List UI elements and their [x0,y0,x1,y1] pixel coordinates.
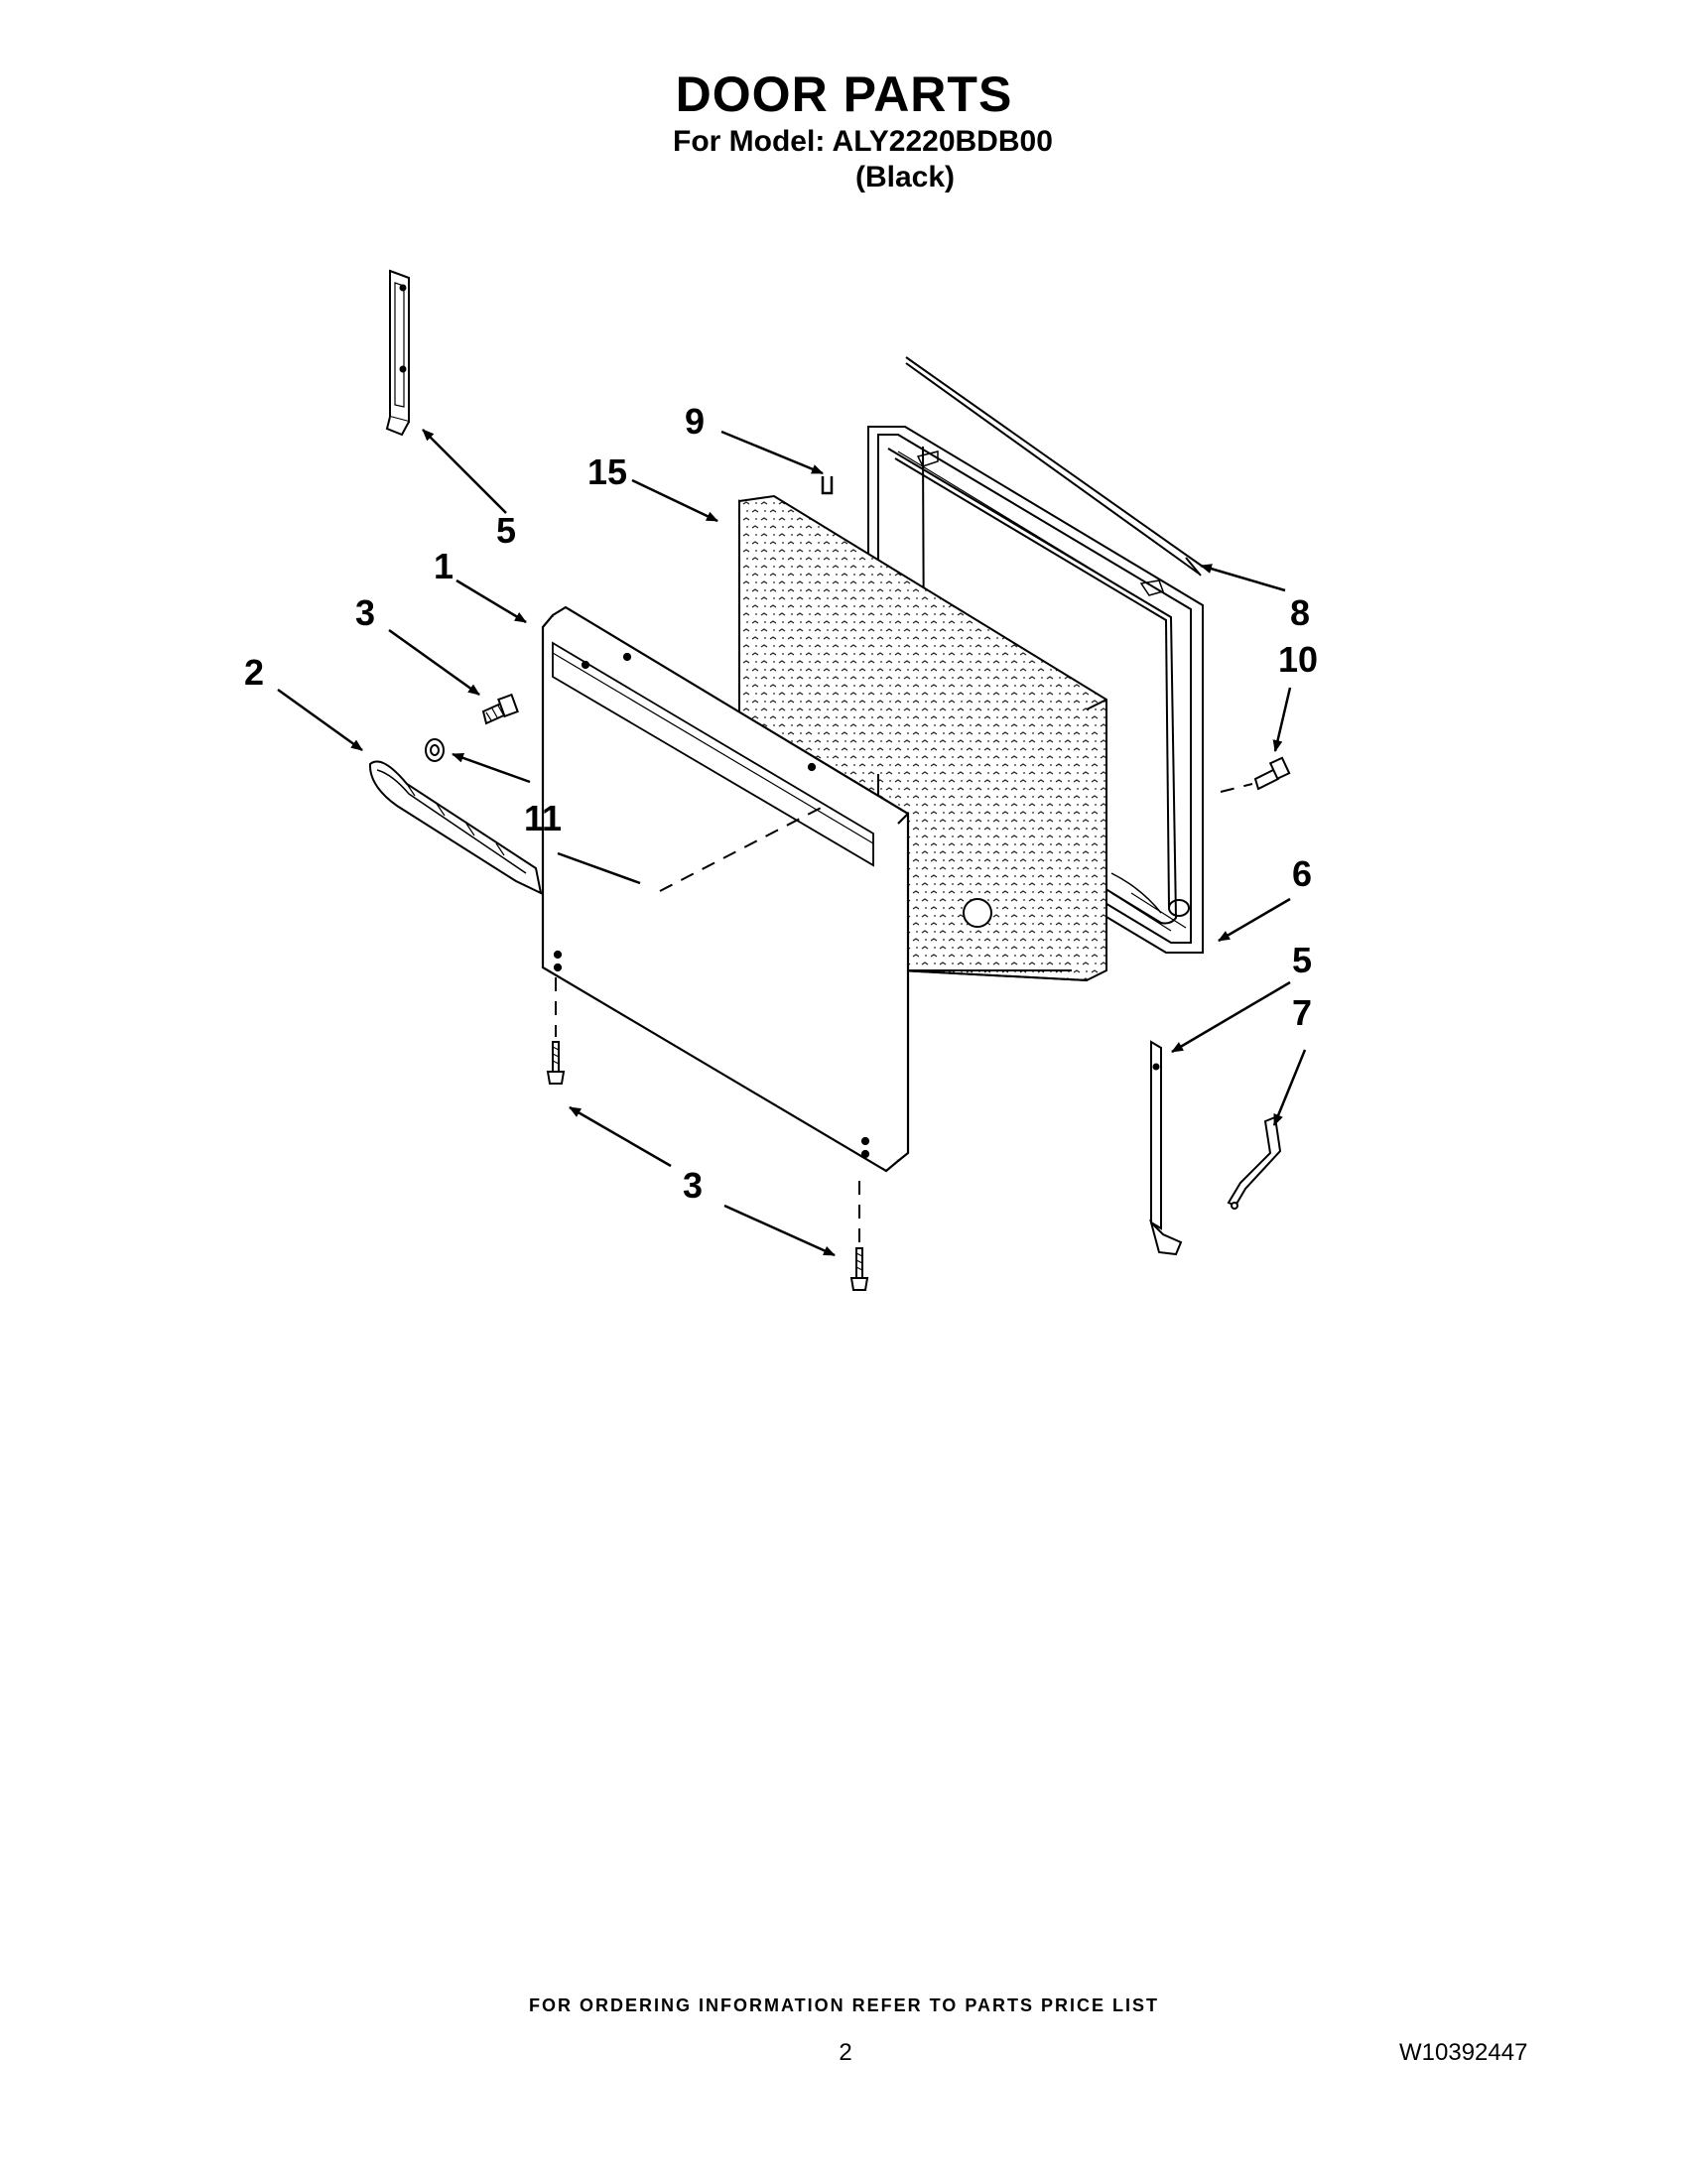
color-subtitle: (Black) [855,161,956,193]
door-gasket-strip [905,356,1204,577]
assembly-dashed-lines [555,783,1253,1242]
panel-screw-right [849,1247,869,1291]
door-hinge-upper [385,269,410,437]
leader-lines [277,429,1307,1257]
callout-numbers: 5 9 15 1 3 2 11 8 10 6 5 7 3 [244,401,1318,1206]
callout-6: 6 [1292,853,1312,894]
callout-10: 10 [1278,639,1318,680]
callout-11: 11 [524,798,562,838]
door-handle [368,760,543,895]
callout-1: 1 [434,546,454,586]
callout-2: 2 [244,652,264,693]
door-hinge-lower [1149,1040,1183,1256]
callout-3-lower: 3 [683,1165,703,1206]
callout-9: 9 [685,401,705,442]
model-subtitle: For Model: ALY2220BDB00 [673,125,1053,158]
handle-washer [425,738,445,762]
ordering-info-note: FOR ORDERING INFORMATION REFER TO PARTS … [528,1995,1159,2015]
callout-15: 15 [587,451,627,492]
callout-5-lower: 5 [1292,940,1312,980]
handle-screw [481,693,519,725]
document-number: W10392447 [1399,2039,1528,2066]
callout-7: 7 [1292,992,1312,1033]
callout-5-upper: 5 [496,510,516,551]
page-title: DOOR PARTS [675,66,1013,122]
hinge-arm [1227,1115,1282,1210]
outer-door-panel [541,605,910,1173]
exploded-parts-diagram: 5 9 15 1 3 2 11 8 10 6 5 7 3 [244,269,1318,1291]
callout-8: 8 [1290,592,1310,633]
panel-screw-left [546,1041,566,1085]
page-number: 2 [839,2039,852,2066]
callout-3-upper: 3 [355,592,375,633]
frame-screw [1253,756,1291,791]
